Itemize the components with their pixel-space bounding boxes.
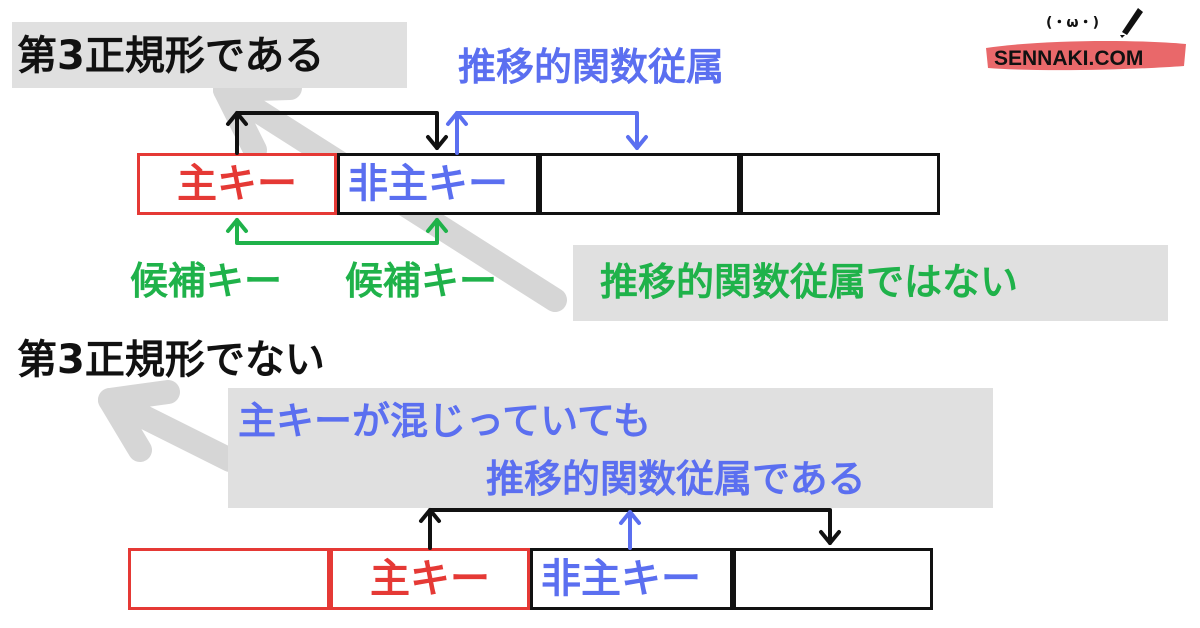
- candidate-key-label-1: 候補キー: [130, 259, 283, 303]
- primary-key-cell: 主キー: [137, 153, 337, 215]
- big-arrow-2-head: [98, 380, 180, 462]
- section2-note-band: [228, 388, 993, 508]
- big-arrow-2-shaft: [98, 388, 242, 472]
- candidate-key-label-2: 候補キー: [345, 259, 498, 303]
- s1-blue-transitive-arrow: [455, 111, 639, 155]
- section2-note-line2: 推移的関数従属である: [486, 457, 866, 501]
- pen-brush-icon: [1120, 8, 1143, 38]
- section2-attribute-cell-4: [733, 548, 933, 610]
- not-transitive-label: 推移的関数従属ではない: [600, 260, 1019, 304]
- section1-title-band: [12, 22, 407, 88]
- logo-brush-stroke: [986, 40, 1186, 71]
- not-transitive-band: [573, 245, 1168, 321]
- s1-blue-arrowhead-down: [626, 135, 648, 150]
- section1-title: 第3正規形である: [17, 33, 325, 79]
- attribute-cell-3: [539, 153, 740, 215]
- s1-black-arrowhead-down: [426, 135, 448, 150]
- site-logo: (・ω・) SENNAKI.COM: [980, 4, 1192, 76]
- s2-black-arrowhead-down: [819, 530, 841, 545]
- s1-blue-arrowhead-up: [446, 111, 468, 126]
- logo-text: SENNAKI.COM: [994, 47, 1144, 70]
- s2-black-arrowhead-up: [419, 508, 441, 523]
- attribute-cell-4: [740, 153, 940, 215]
- section2-primary-key-cell: 主キー: [330, 548, 530, 610]
- logo-face: (・ω・): [1046, 15, 1099, 31]
- section2-title: 第3正規形でない: [17, 337, 325, 383]
- s1-black-arrowhead-up: [226, 111, 248, 126]
- big-arrow-1-head: [213, 76, 302, 162]
- transitive-dependency-label: 推移的関数従属: [458, 45, 725, 89]
- non-primary-key-cell: 非主キー: [337, 153, 539, 215]
- s1-black-dependency-arrow: [235, 111, 439, 155]
- section2-note-line1: 主キーが混じっていても: [238, 399, 652, 443]
- s1-green-arrowhead-right: [426, 218, 448, 233]
- s1-green-candidate-arrow: [235, 218, 439, 245]
- s1-green-arrowhead-left: [226, 218, 248, 233]
- section2-non-primary-key-cell: 非主キー: [530, 548, 733, 610]
- s2-blue-arrowhead-up: [619, 510, 641, 525]
- section2-red-cell: [128, 548, 330, 610]
